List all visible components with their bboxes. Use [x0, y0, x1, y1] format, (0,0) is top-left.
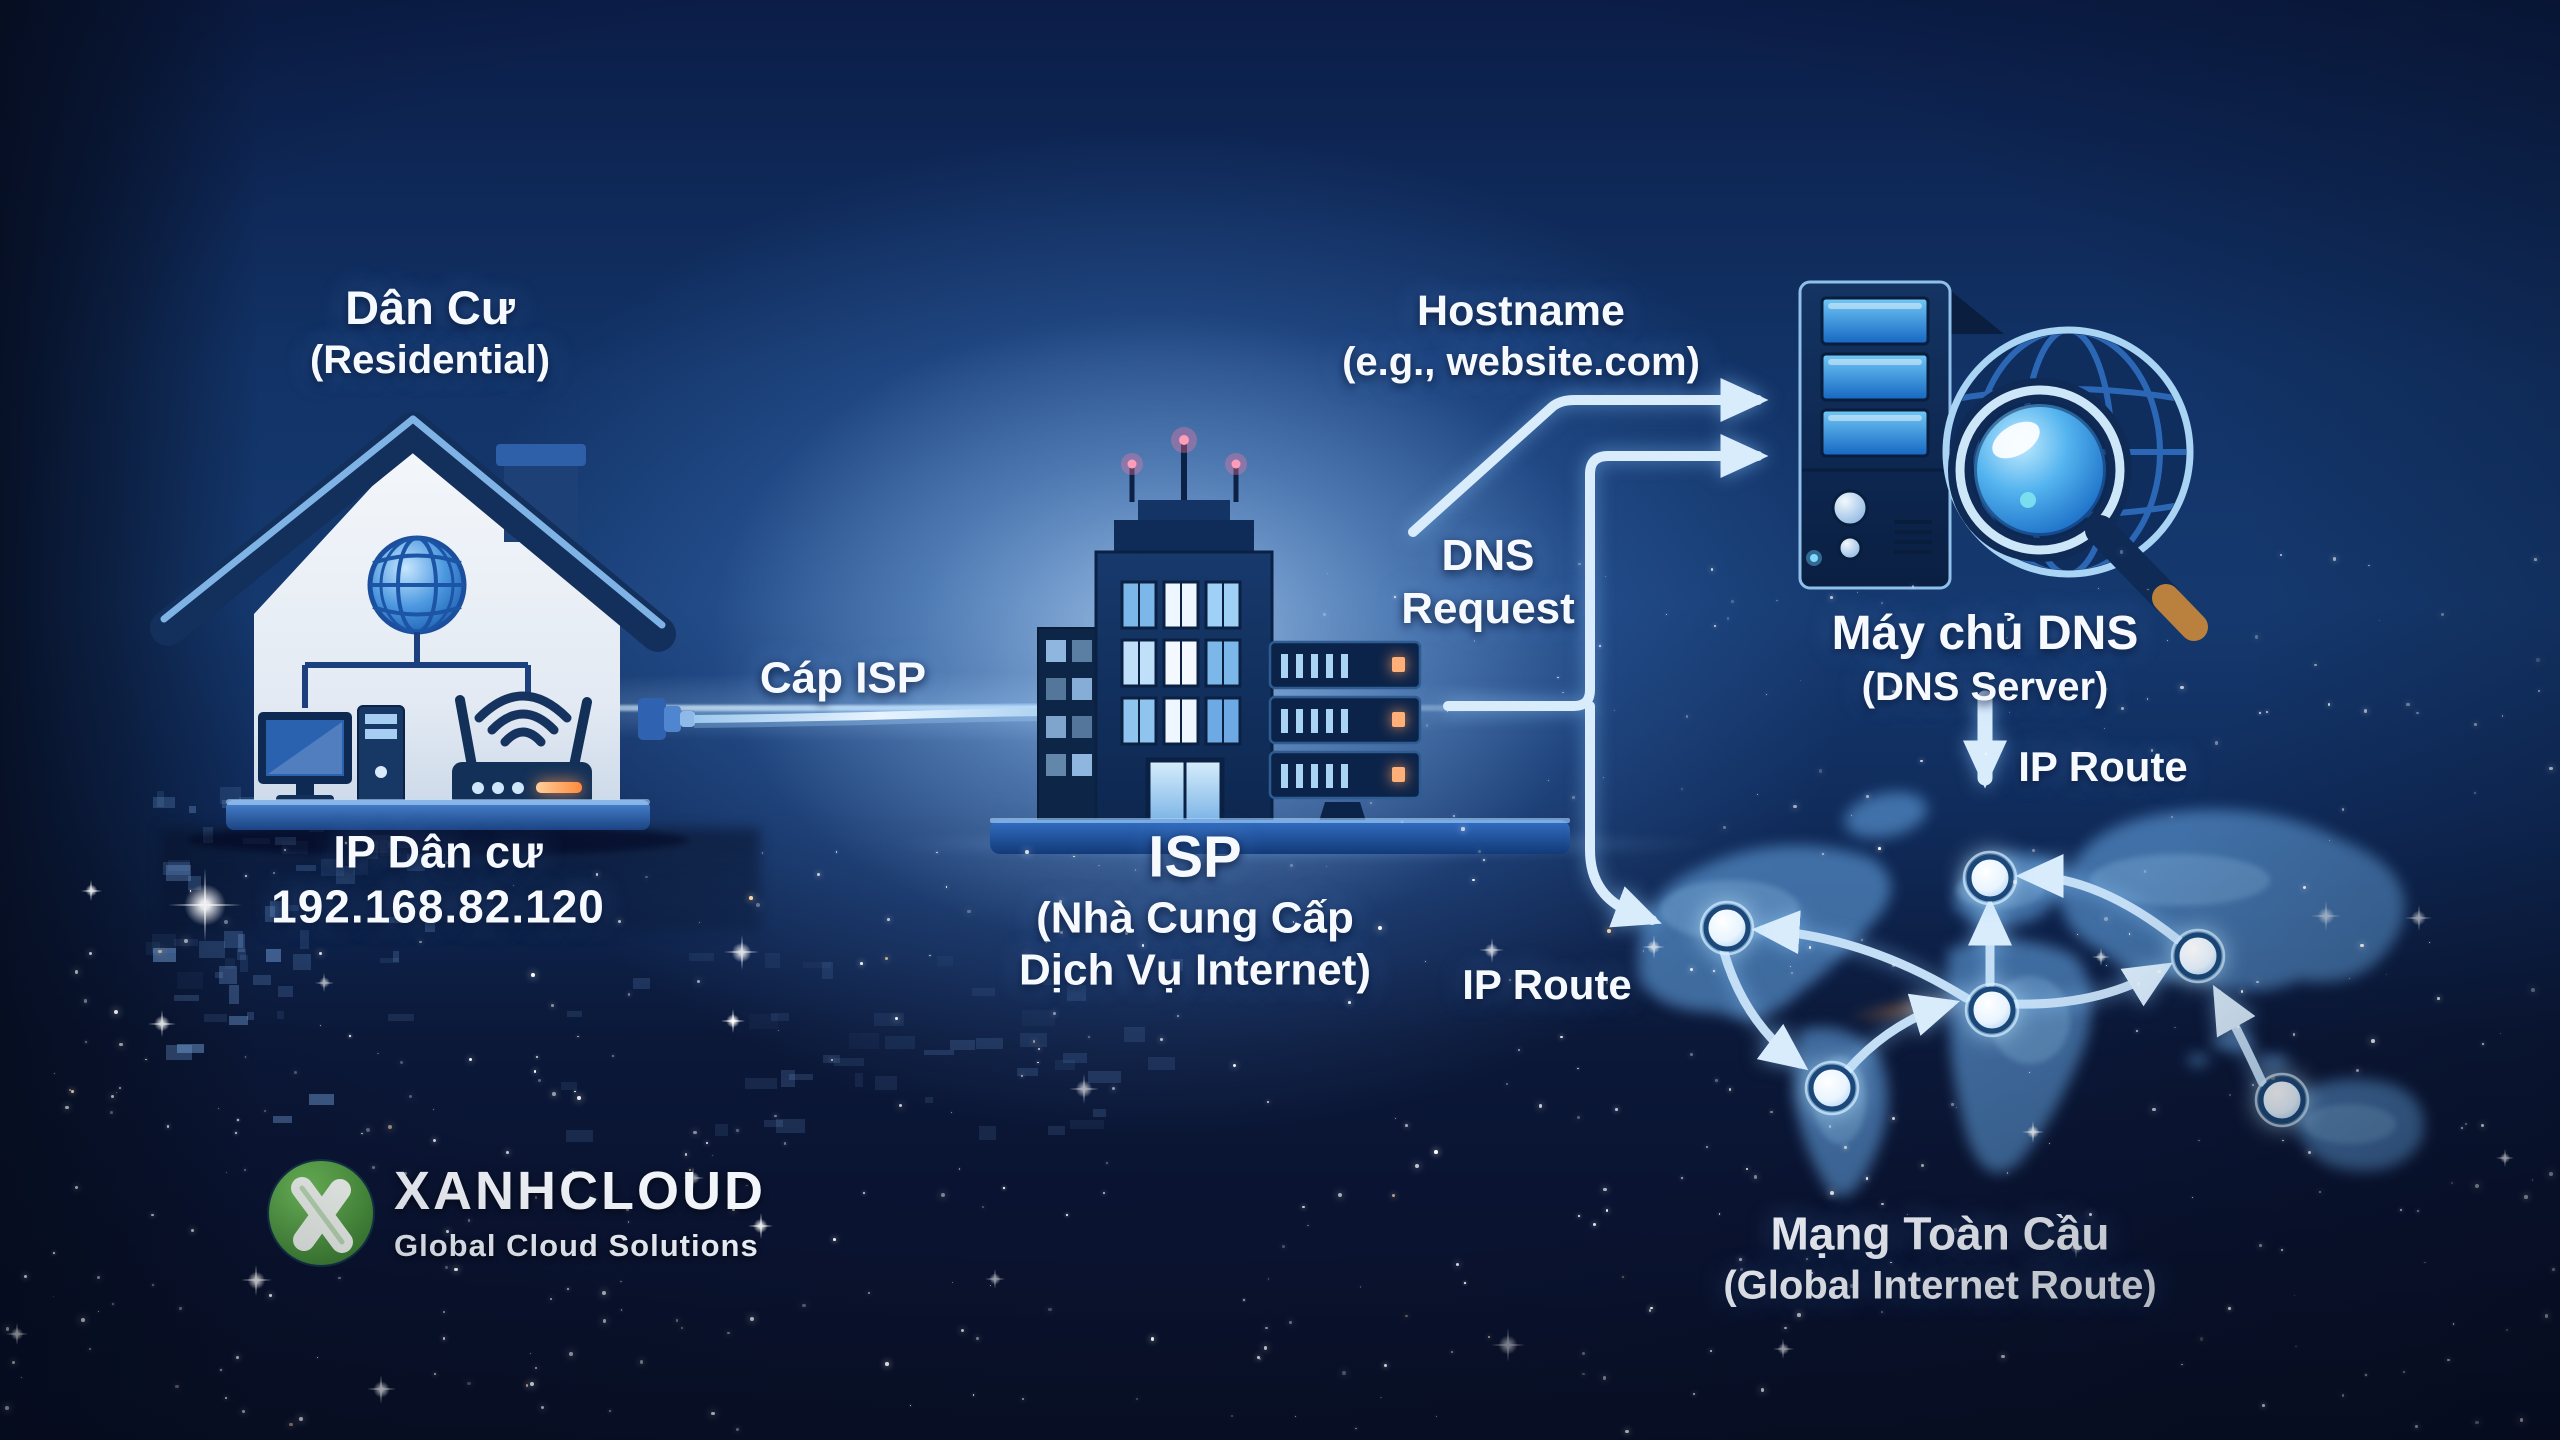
label-ip-route-left: IP Route [1462, 960, 1632, 1008]
label-residential-ip: IP Dân cư 192.168.82.120 [271, 825, 605, 934]
x-circle-icon [267, 1159, 375, 1267]
label-hostname: Hostname (e.g., website.com) [1342, 287, 1700, 384]
label-ip-value: 192.168.82.120 [271, 880, 605, 933]
logo-name: XANHCLOUD [394, 1161, 766, 1221]
xanhcloud-logo: XANHCLOUD Global Cloud Solutions [266, 1158, 766, 1268]
logo-text: XANHCLOUD Global Cloud Solutions [394, 1164, 766, 1264]
label-residential-title: Dân Cư [345, 280, 515, 334]
label-isp-title: ISP [1148, 824, 1242, 890]
label-ip-title: IP Dân cư [333, 826, 543, 878]
label-residential: Dân Cư (Residential) [310, 280, 550, 384]
logo-tagline: Global Cloud Solutions [394, 1228, 759, 1263]
label-dns-request: DNS Request [1401, 531, 1575, 633]
label-global-network: Mạng Toàn Cầu (Global Internet Route) [1723, 1207, 2157, 1308]
label-residential-subtitle: (Residential) [309, 338, 551, 383]
label-isp-subtitle1: (Nhà Cung Cấp [1036, 893, 1354, 942]
label-isp-cable: Cáp ISP [759, 653, 927, 703]
label-ip-route-right: IP Route [2018, 742, 2188, 790]
label-dns-server: Máy chủ DNS (DNS Server) [1831, 607, 2139, 709]
label-isp-subtitle2: Dịch Vụ Internet) [1018, 945, 1372, 995]
label-isp: ISP (Nhà Cung Cấp Dịch Vụ Internet) [1019, 822, 1371, 997]
